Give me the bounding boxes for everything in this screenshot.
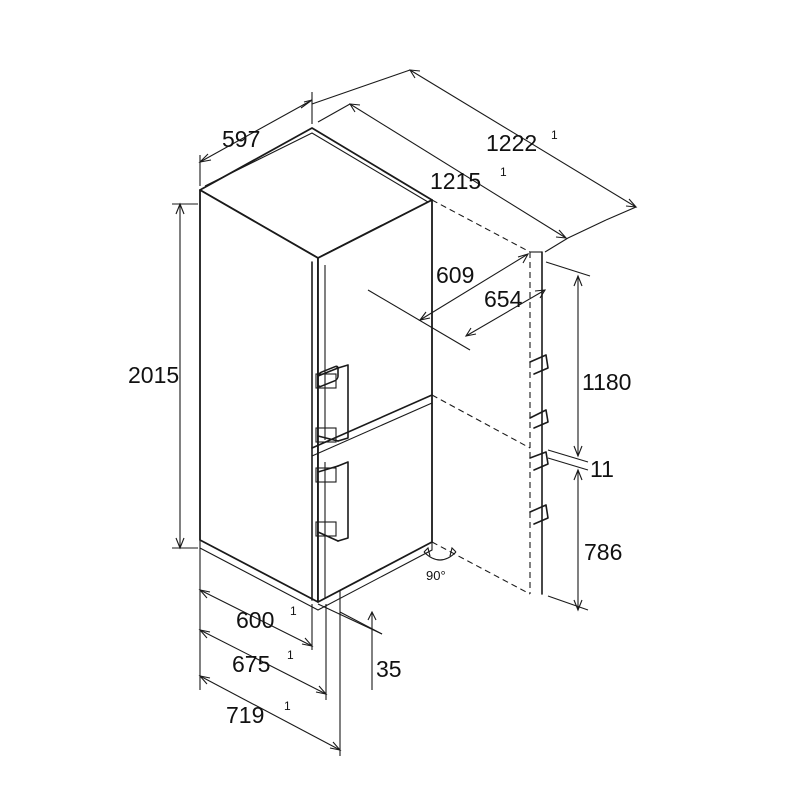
dim-depth-open-body: [317, 103, 568, 239]
dim-depth-open-total: [311, 69, 638, 253]
upper-handle: [315, 364, 349, 443]
label-lower-door-height: 786: [584, 539, 622, 565]
label-depth-with-door: 675: [232, 651, 270, 677]
fridge-body: [199, 127, 433, 611]
label-depth-with-handle: 719: [226, 702, 264, 728]
dim-door-swing-lower: [464, 289, 547, 337]
label-upper-door-height: 1180: [582, 369, 631, 395]
dim-depths-bottom: [198, 548, 342, 756]
angle-arc: [423, 551, 457, 561]
open-handle-3: [529, 451, 549, 471]
note-depth-with-handle: 1: [284, 699, 291, 713]
note-depth-body: 1: [290, 604, 297, 618]
dim-height: [172, 202, 198, 550]
plinth: [199, 540, 433, 611]
dim-handle-projection: [317, 603, 383, 690]
label-depth-body: 600: [236, 607, 274, 633]
fridge-front-face: [317, 199, 433, 603]
note-depth-with-door: 1: [287, 648, 294, 662]
label-door-swing-upper: 609: [436, 262, 474, 288]
open-handle-1: [529, 354, 549, 375]
lower-handle: [315, 461, 349, 542]
dim-door-heights: [545, 261, 591, 612]
fridge-side-face: [199, 189, 319, 603]
label-opening-angle: 90°: [426, 568, 446, 583]
label-handle-projection: 35: [376, 656, 402, 682]
angle-arrow-right: [449, 546, 457, 557]
label-depth-open-total: 1222: [486, 130, 537, 156]
opened-door: [423, 199, 549, 595]
dim-width: [198, 92, 313, 186]
label-door-swing-lower: 654: [484, 286, 523, 312]
label-width: 597: [222, 126, 260, 152]
open-handle-4: [529, 504, 549, 525]
label-depth-open-body: 1215: [430, 168, 481, 194]
dim-door-swing-upper: [367, 253, 530, 351]
note-depth-open-body: 1: [500, 165, 507, 179]
open-handle-2: [529, 409, 549, 429]
open-door-mid-dash: [431, 394, 531, 449]
label-door-gap: 11: [590, 456, 614, 482]
angle-arrow-left: [423, 546, 431, 557]
label-height: 2015: [128, 362, 179, 388]
open-door-bottom-dash: [431, 541, 531, 595]
door-split-line-2: [311, 402, 433, 457]
top-bevel-line: [204, 132, 429, 203]
note-depth-open-total: 1: [551, 128, 558, 142]
open-door-top-dash: [431, 199, 531, 253]
